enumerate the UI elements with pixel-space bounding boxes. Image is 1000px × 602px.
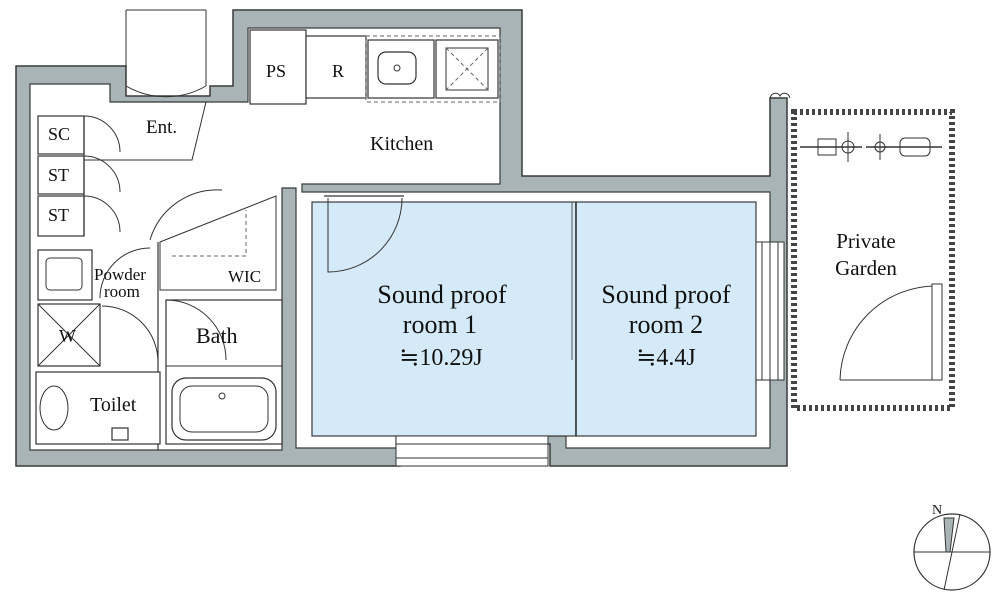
refrigerator-space <box>305 35 367 99</box>
compass-north-label: N <box>932 503 942 518</box>
garden-boundary <box>791 109 955 411</box>
powder-door-swing <box>99 247 151 299</box>
toilet-bowl <box>39 385 69 431</box>
room1-label-2: room 1 <box>403 310 477 339</box>
storage-label-2: ST <box>48 205 69 225</box>
garden-gate-swing <box>839 285 937 381</box>
entrance-door-swing <box>125 10 207 98</box>
room2-label-1: Sound proof <box>601 280 731 309</box>
sound-proof-room-1-area <box>311 201 577 437</box>
window-bottom <box>395 435 549 467</box>
room1-door-swing <box>327 197 403 273</box>
powder-room-label-1: Powder <box>94 265 146 284</box>
garden-label-1: Private <box>836 229 895 253</box>
compass-icon <box>913 513 991 591</box>
washer-label: W <box>59 326 76 346</box>
entrance-floor <box>84 101 207 161</box>
bathtub <box>171 377 277 441</box>
sc-label: SC <box>48 124 70 144</box>
wic-area <box>159 195 277 291</box>
room2-size: ≒4.4J <box>636 345 695 371</box>
kitchen-label: Kitchen <box>370 133 433 155</box>
bicycle-icon <box>800 132 862 162</box>
refrigerator-label: R <box>332 61 344 81</box>
toilet-label: Toilet <box>90 394 137 416</box>
ent-label: Ent. <box>146 117 177 138</box>
storage-column <box>37 115 121 237</box>
bath-label: Bath <box>196 323 238 348</box>
wic-door-swing <box>149 189 223 241</box>
garden-label-2: Garden <box>835 256 897 280</box>
room2-label-2: room 2 <box>629 310 703 339</box>
wic-label: WIC <box>228 267 261 286</box>
storage-label-1: ST <box>48 165 69 185</box>
powder-room-label-2: room <box>104 282 140 301</box>
room1-size: ≒10.29J <box>399 345 482 371</box>
room1-label-1: Sound proof <box>377 280 507 309</box>
ps-label: PS <box>266 61 286 81</box>
motorbike-icon <box>866 134 942 160</box>
